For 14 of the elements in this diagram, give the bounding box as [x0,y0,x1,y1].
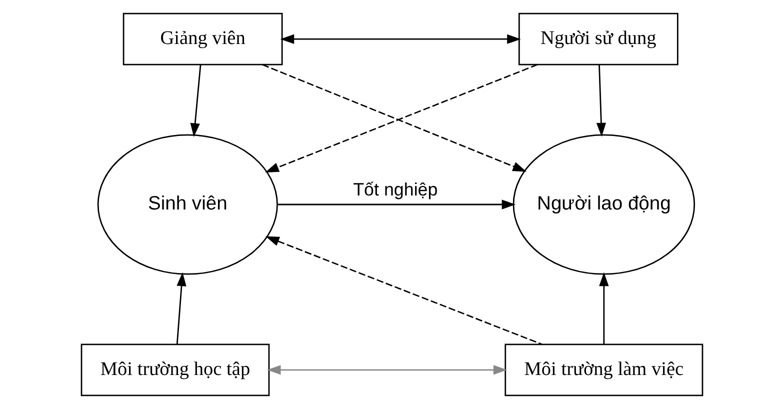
node-box: Môi trường học tập [80,344,270,396]
arrow [190,64,201,138]
node-box: Môi trường làm việc [504,344,703,396]
arrow [176,272,186,344]
arrow [280,34,520,44]
node-ellipse: Sinh viên [96,134,278,275]
arrow [596,64,606,137]
arrow [266,365,507,375]
arrow [598,272,608,344]
node-box: Giảng viên [122,12,282,66]
arrow [264,236,542,345]
node-box: Người sử dụng [518,12,678,66]
edge-label: Tốt nghiệp [352,179,438,200]
arrow [276,200,516,210]
